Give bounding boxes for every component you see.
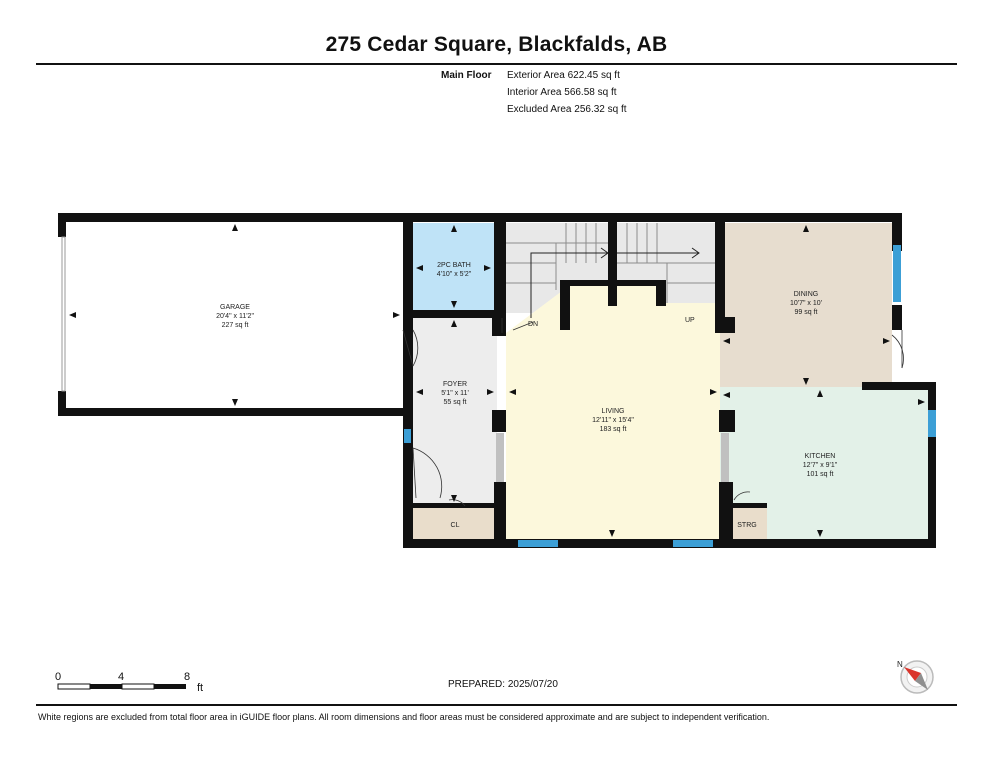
- room-living-dims: 12'11" x 15'4": [592, 417, 634, 424]
- doors: [402, 318, 904, 507]
- interior-area: Interior Area 566.58 sq ft: [507, 87, 617, 98]
- scale-bar: [57, 683, 186, 690]
- footer-rule: [36, 704, 957, 706]
- prepared-date: PREPARED: 2025/07/20: [448, 679, 558, 690]
- living-fill: [506, 280, 720, 540]
- room-garage-dims: 20'4" x 11'2": [216, 313, 254, 320]
- room-garage-name: GARAGE: [220, 304, 250, 311]
- room-kitchen-dims: 12'7" x 9'1": [803, 462, 838, 469]
- compass-icon: N: [897, 660, 934, 694]
- dimension-arrows: [69, 224, 925, 537]
- room-kitchen-name: KITCHEN: [805, 453, 836, 460]
- bath-fill: [413, 223, 494, 310]
- room-bath-name: 2PC BATH: [437, 262, 471, 269]
- windows: [61, 236, 936, 547]
- scale-unit: ft: [197, 682, 204, 694]
- room-foyer-dims: 5'1" x 11': [441, 390, 469, 397]
- garage-fill: [66, 221, 403, 409]
- room-dining-dims: 10'7" x 10': [790, 300, 822, 307]
- dining-fill: [720, 223, 892, 387]
- stairs-down-label: DN: [528, 321, 538, 328]
- room-dining-area: 99 sq ft: [795, 309, 818, 316]
- walls: [58, 213, 936, 548]
- header-rule: [36, 63, 957, 65]
- room-garage-area: 227 sq ft: [222, 322, 249, 329]
- page-title: 275 Cedar Square, Blackfalds, AB: [325, 33, 668, 56]
- compass-north-label: N: [897, 660, 903, 669]
- scale-tick-0: 0: [55, 671, 62, 683]
- room-living-name: LIVING: [602, 408, 625, 415]
- room-bath-dims: 4'10" x 5'2": [437, 271, 472, 278]
- room-kitchen-area: 101 sq ft: [807, 471, 834, 478]
- scale-tick-8: 8: [184, 671, 191, 683]
- room-living-area: 183 sq ft: [600, 426, 627, 433]
- room-foyer-name: FOYER: [443, 381, 467, 388]
- excluded-area: Excluded Area 256.32 sq ft: [507, 104, 627, 115]
- room-storage-name: STRG: [737, 522, 756, 529]
- footer-disclaimer: White regions are excluded from total fl…: [38, 712, 770, 722]
- room-dining-name: DINING: [794, 291, 819, 298]
- stairs-up-label: UP: [685, 317, 695, 324]
- floor-label: Main Floor: [441, 70, 492, 81]
- room-foyer-area: 55 sq ft: [444, 399, 467, 406]
- scale-tick-4: 4: [118, 671, 125, 683]
- room-closet-name: CL: [451, 522, 460, 529]
- stair-arrows: [530, 247, 700, 318]
- exterior-area: Exterior Area 622.45 sq ft: [507, 70, 620, 81]
- foyer-fill: [413, 318, 497, 505]
- closet-fill: [413, 508, 496, 539]
